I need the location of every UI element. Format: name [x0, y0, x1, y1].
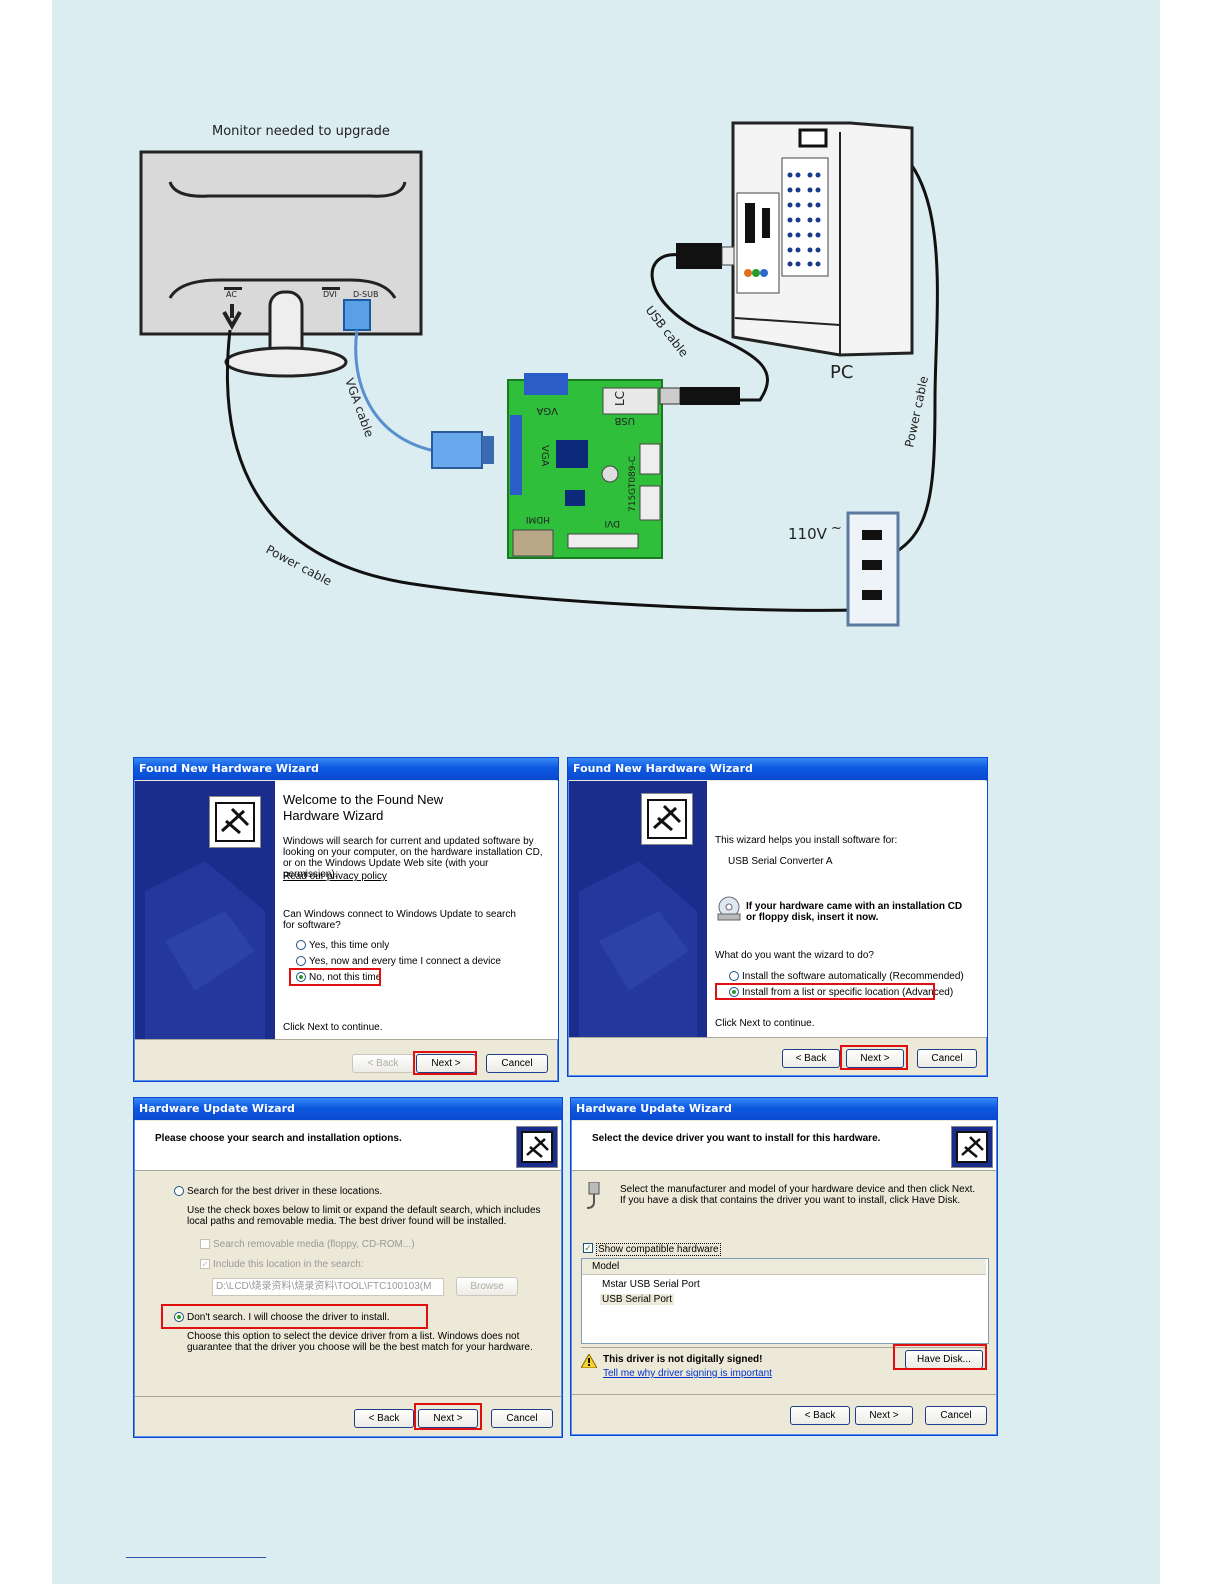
- model-list[interactable]: Model Mstar USB Serial Port USB Serial P…: [581, 1258, 989, 1344]
- window-title: Found New Hardware Wizard: [568, 758, 987, 780]
- wizard-heading: Welcome to the Found New Hardware Wizard: [283, 792, 444, 823]
- vga-connector-icon: [431, 431, 483, 469]
- svg-text:DVI: DVI: [604, 518, 620, 528]
- checkbox-include-location[interactable]: ✓: [200, 1259, 210, 1269]
- usb-cable-line: [650, 253, 769, 402]
- highlight-box: [161, 1304, 428, 1329]
- checkbox-show-compatible[interactable]: ✓: [583, 1243, 593, 1253]
- ac-plug-icon: [222, 304, 242, 331]
- radio-dont-search[interactable]: [174, 1312, 184, 1322]
- window-title: Hardware Update Wizard: [134, 1098, 562, 1120]
- highlight-box: [893, 1344, 987, 1370]
- radio-install-from-list[interactable]: [729, 987, 739, 997]
- vga-cable-line: [354, 329, 441, 454]
- highlight-box: [414, 1403, 482, 1430]
- device-name: USB Serial Converter A: [728, 856, 833, 867]
- cd-icon: [716, 896, 742, 922]
- hardware-update-wizard-search-options: Hardware Update Wizard Please choose you…: [133, 1097, 563, 1438]
- svg-text:LC: LC: [613, 391, 627, 406]
- hardware-wizard-icon: [516, 1126, 558, 1168]
- hardware-wizard-icon: [209, 796, 261, 848]
- found-new-hardware-wizard-welcome: Found New Hardware Wizard Welcome to the…: [133, 757, 559, 1082]
- svg-text:USB cable: USB cable: [643, 303, 691, 359]
- svg-text:D-SUB: D-SUB: [353, 290, 378, 299]
- model-column-header[interactable]: Model: [582, 1259, 986, 1275]
- svg-text:DVI: DVI: [323, 290, 337, 299]
- found-new-hardware-wizard-install: Found New Hardware Wizard This wizard he…: [567, 757, 988, 1077]
- wizard-body: Windows will search for current and upda…: [283, 836, 543, 880]
- wizard-question: What do you want the wizard to do?: [715, 950, 874, 961]
- svg-text:~: ~: [831, 521, 842, 536]
- hardware-wizard-icon: [641, 793, 693, 845]
- pc-tower-icon: [731, 121, 914, 357]
- hardware-update-wizard-select-driver: Hardware Update Wizard Select the device…: [570, 1097, 998, 1436]
- svg-text:Power cable: Power cable: [264, 542, 334, 588]
- next-button[interactable]: Next >: [855, 1406, 913, 1425]
- wizard-description: Select the manufacturer and model of you…: [620, 1184, 976, 1206]
- back-button[interactable]: < Back: [354, 1409, 414, 1428]
- svg-text:USB: USB: [614, 415, 635, 426]
- radio-yes-every-time[interactable]: [296, 956, 306, 966]
- highlight-box: [715, 983, 935, 1000]
- cd-note: If your hardware came with an installati…: [746, 901, 963, 923]
- warning-icon: [580, 1352, 598, 1369]
- power-cable-bottom-line: [225, 329, 861, 612]
- highlight-box: [840, 1045, 908, 1070]
- back-button[interactable]: < Back: [352, 1054, 414, 1073]
- usb-plug-board-icon: [680, 387, 740, 405]
- usb-plug-pc-icon: [676, 243, 722, 269]
- cancel-button[interactable]: Cancel: [925, 1406, 987, 1425]
- cancel-button[interactable]: Cancel: [491, 1409, 553, 1428]
- monitor-stand-base: [224, 346, 348, 378]
- svg-text:HDMI: HDMI: [526, 514, 550, 524]
- svg-text:715GT089-C: 715GT089-C: [628, 456, 638, 512]
- wizard-intro: This wizard helps you install software f…: [715, 835, 898, 846]
- update-question: Can Windows connect to Windows Update to…: [283, 909, 516, 931]
- dont-search-description: Choose this option to select the device …: [187, 1331, 533, 1353]
- highlight-box: [289, 968, 381, 986]
- radio-no-not-this-time[interactable]: [296, 972, 306, 982]
- upgrade-board: VGA LC USB VGA 715GT089-C HDMI DVI: [507, 373, 663, 559]
- next-button[interactable]: Next >: [846, 1049, 904, 1068]
- driver-signing-link[interactable]: Tell me why driver signing is important: [603, 1368, 772, 1379]
- unsigned-warning: This driver is not digitally signed!: [603, 1354, 763, 1365]
- svg-text:110V: 110V: [788, 525, 828, 543]
- window-title: Hardware Update Wizard: [571, 1098, 997, 1120]
- continue-text: Click Next to continue.: [283, 1022, 383, 1033]
- privacy-policy-link[interactable]: Read our privacy policy: [283, 871, 387, 882]
- wizard-heading: Please choose your search and installati…: [155, 1133, 402, 1144]
- checkbox-removable-media[interactable]: [200, 1239, 210, 1249]
- back-button[interactable]: < Back: [790, 1406, 850, 1425]
- list-item[interactable]: USB Serial Port: [600, 1294, 675, 1305]
- radio-install-automatically[interactable]: [729, 971, 739, 981]
- svg-text:AC: AC: [226, 290, 237, 299]
- svg-text:VGA: VGA: [539, 445, 550, 467]
- browse-button[interactable]: Browse: [456, 1277, 518, 1296]
- svg-text:VGA: VGA: [536, 405, 558, 416]
- radio-yes-this-time[interactable]: [296, 940, 306, 950]
- wizard-heading: Select the device driver you want to ins…: [592, 1133, 881, 1144]
- continue-text: Click Next to continue.: [715, 1018, 815, 1029]
- list-item[interactable]: Mstar USB Serial Port: [602, 1279, 700, 1290]
- next-button[interactable]: Next >: [418, 1409, 478, 1428]
- pc-ports-grid: [787, 172, 821, 267]
- monitor-caption: Monitor needed to upgrade: [212, 124, 390, 139]
- cancel-button[interactable]: Cancel: [486, 1054, 548, 1073]
- usb-connector-icon: [583, 1181, 605, 1210]
- power-outlet-icon: [846, 511, 900, 627]
- hardware-wizard-icon: [951, 1126, 993, 1168]
- radio-search-best-driver[interactable]: [174, 1186, 184, 1196]
- highlight-box: [413, 1051, 477, 1075]
- back-button[interactable]: < Back: [782, 1049, 840, 1068]
- connection-diagram: Monitor needed to upgrade AC DVI D-SUB V…: [139, 121, 939, 627]
- svg-text:Power cable: Power cable: [902, 375, 931, 449]
- dsub-plug-icon: [343, 299, 371, 331]
- search-description: Use the check boxes below to limit or ex…: [187, 1205, 541, 1227]
- location-combo[interactable]: D:\LCD\烧录资料\烧录资料\TOOL\FTC100103(M: [212, 1278, 444, 1296]
- window-title: Found New Hardware Wizard: [134, 758, 558, 780]
- cancel-button[interactable]: Cancel: [917, 1049, 977, 1068]
- footnote-separator: [126, 1557, 266, 1558]
- svg-text:PC: PC: [830, 362, 853, 383]
